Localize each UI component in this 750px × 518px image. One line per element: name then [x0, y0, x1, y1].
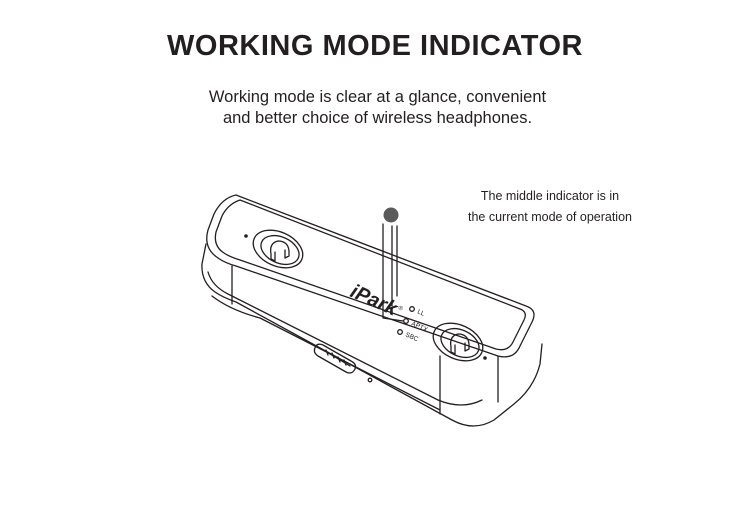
- device-bottom-edge: [211, 295, 441, 411]
- right-button-outer: [432, 322, 484, 362]
- right-headphone-icon: [450, 333, 470, 355]
- page-subtitle: Working mode is clear at a glance, conve…: [0, 87, 750, 129]
- device-top-rim: [214, 199, 526, 351]
- indicator-marker-dot: [383, 207, 399, 223]
- indicator-callout: The middle indicator is in the current m…: [430, 186, 670, 228]
- subtitle-line-2: and better choice of wireless headphones…: [222, 109, 533, 127]
- mode-label-sbc: SBC: [404, 331, 419, 343]
- device-front-band: [207, 271, 483, 406]
- callout-leader: [382, 223, 404, 322]
- usb-port-outer: [313, 343, 357, 374]
- subtitle-line-1: Working mode is clear at a glance, conve…: [208, 88, 547, 106]
- mode-label-ll: LL: [416, 308, 426, 317]
- right-button-inner: [440, 327, 480, 359]
- brand-logo: iPark: [347, 280, 401, 320]
- top-right-hole: [483, 356, 487, 360]
- device-top-face: [206, 194, 535, 358]
- mode-led-aptx: [403, 318, 409, 324]
- page-title: WORKING MODE INDICATOR: [167, 30, 583, 62]
- mode-label-aptx: APTX: [410, 320, 429, 334]
- callout-line-2: the current mode of operation: [468, 210, 632, 224]
- device-front-face: [201, 243, 543, 427]
- usb-port-pins: [325, 349, 347, 366]
- left-button-outer: [252, 229, 304, 269]
- callout-line-1: The middle indicator is in: [480, 189, 620, 203]
- left-headphone-icon: [270, 240, 290, 262]
- registered-mark: ®: [397, 304, 404, 312]
- port-pinhole: [367, 377, 373, 383]
- left-button-inner: [260, 234, 300, 266]
- mode-led-ll: [409, 306, 415, 312]
- top-left-hole: [244, 234, 248, 238]
- mode-led-sbc: [397, 329, 403, 335]
